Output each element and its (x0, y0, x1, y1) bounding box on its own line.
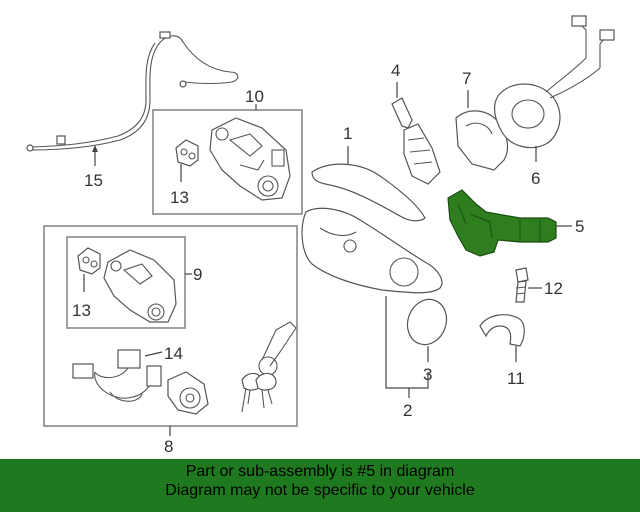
part-5-body (447, 189, 557, 257)
lower-column-cover (301, 207, 443, 294)
label-14: 14 (164, 344, 183, 363)
part-5-combination-switch (447, 189, 557, 257)
label-1: 1 (343, 124, 352, 143)
part-13-upper (175, 139, 199, 167)
label-13a: 13 (170, 188, 189, 207)
box-10 (152, 109, 303, 215)
part-12-bolt (515, 267, 529, 303)
part-15-cable (26, 31, 239, 166)
label-6: 6 (531, 169, 540, 188)
part-4-switch (391, 97, 441, 185)
label-15: 15 (84, 171, 103, 190)
part-1-upper-cover (311, 163, 426, 222)
label-2: 2 (403, 401, 412, 420)
label-3: 3 (423, 365, 432, 384)
label-13b: 13 (72, 301, 91, 320)
ignition-lock-upper (209, 117, 291, 201)
label-7: 7 (462, 69, 471, 88)
label-10: 10 (245, 87, 264, 106)
part-13-lower (77, 247, 101, 275)
part-14-harness (72, 349, 162, 402)
label-4: 4 (391, 61, 400, 80)
label-5: 5 (575, 217, 584, 236)
label-11: 11 (507, 369, 525, 388)
banner-line-1: Part or sub-assembly is #5 in diagram (185, 463, 455, 480)
parts-diagram: 15 10 13 8 9 13 (26, 15, 615, 456)
label-9: 9 (193, 265, 202, 284)
part-11-clamp (479, 314, 525, 347)
part-7-cover (455, 110, 509, 171)
box-9 (66, 236, 186, 329)
info-banner: Part or sub-assembly is #5 in diagram Di… (0, 459, 640, 512)
label-8: 8 (164, 437, 173, 456)
keys (241, 321, 297, 413)
banner-line-2: Diagram may not be specific to your vehi… (165, 482, 475, 499)
part-6-clock-spring (493, 15, 615, 149)
part-3-ring (406, 298, 448, 346)
ignition-cylinder (167, 371, 209, 415)
label-12: 12 (544, 279, 563, 298)
ignition-lock-lower (103, 249, 177, 323)
